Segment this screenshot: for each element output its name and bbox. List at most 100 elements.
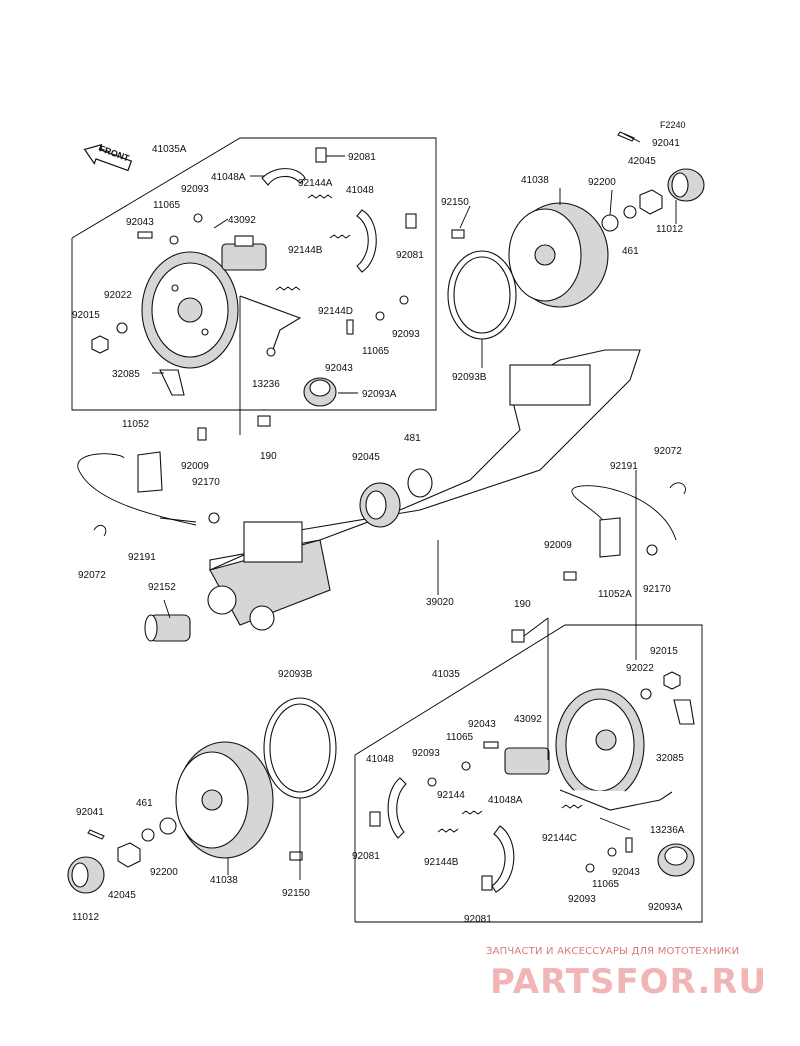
watermark-tagline: ЗАПЧАСТИ И АКСЕССУАРЫ ДЛЯ МОТОТЕХНИКИ [486,946,740,957]
label-92093-bot1: 92093 [412,748,440,759]
label-41048-top: 41048 [346,185,374,196]
label-92093-bot2: 92093 [568,894,596,905]
bolt-92009-left [197,427,207,441]
label-92170-left: 92170 [192,477,220,488]
label-39020: 39020 [426,597,454,608]
label-92200-top: 92200 [588,177,616,188]
ring-461-bot [141,828,155,842]
label-92041-bot: 92041 [76,807,104,818]
nut-42045-top [639,189,663,215]
pin-92043-bot1 [483,741,499,749]
label-11065-bot1: 11065 [446,732,474,743]
nut-92093-bot2 [585,863,595,873]
group-frame-rear-left-brake [71,137,437,411]
label-92072-left: 92072 [78,570,106,581]
washer-92200-bot [159,817,177,835]
label-92081-top2: 92081 [396,250,424,261]
watermark-logo: PARTSFOR.RU [490,962,768,1002]
spring-92144D [275,286,301,291]
label-92144B-bot: 92144B [424,857,459,868]
brake-shoe-41048-bot [387,777,407,839]
pin-92041-bot [87,829,105,840]
nut-92093-top2 [399,295,409,305]
label-92045-mid: 92045 [352,452,380,463]
label-11052: 11052 [122,419,150,430]
label-92144B-top: 92144B [288,245,323,256]
group-frame-right-brake [354,624,703,923]
label-92022-bot: 92022 [626,663,654,674]
brake-panel-left [141,251,239,369]
ring-481 [407,468,433,498]
bracket-11052 [137,451,163,493]
label-41035A: 41035A [152,144,187,155]
cap-11012-bot [67,856,105,894]
spring-92144B-top [329,234,351,239]
label-32085-top: 32085 [112,369,140,380]
collar-92152 [144,614,191,642]
brake-panel-right [555,688,645,802]
label-92015-top: 92015 [72,310,100,321]
label-92144A: 92144A [298,178,333,189]
label-92144: 92144 [437,790,465,801]
label-43092-bot: 43092 [514,714,542,725]
label-92150-bot: 92150 [282,888,310,899]
nut-92022-top [116,322,128,334]
pin-92041-top [617,131,635,142]
label-13236: 13236 [252,379,280,390]
label-92093-top1: 92093 [181,184,209,195]
nut-92093-bot1 [427,777,437,787]
clip-92072-left [93,524,107,537]
label-13236A: 13236A [650,825,685,836]
label-92093A-top: 92093A [362,389,397,400]
label-92015-bot: 92015 [650,646,678,657]
label-43092-top: 43092 [228,215,256,226]
spring-92144C [561,804,583,809]
brake-shoe-41048-top [356,209,377,273]
pin-92043-top1 [137,231,153,239]
nut-92015-top [91,335,109,354]
wheel-cylinder-top [221,235,267,271]
clip-92081-bot1 [369,811,381,827]
lever-13236 [239,295,302,353]
label-41048A-bot: 41048A [488,795,523,806]
label-92093-top2: 92093 [392,329,420,340]
clip-92072-right [669,482,686,495]
bracket-32085-bot [673,699,695,725]
label-92093A-bot: 92093A [648,902,683,913]
washer-11065-top2 [375,311,385,321]
label-41038-top: 41038 [521,175,549,186]
bolt-92150-bot [289,851,303,861]
label-92043-top2: 92043 [325,363,353,374]
label-42045-bot: 42045 [108,890,136,901]
label-32085-bot: 32085 [656,753,684,764]
label-190-mid: 190 [514,599,531,610]
bracket-32085-top [159,369,185,396]
brake-drum-41038-bot [175,741,274,859]
diagram-code: F2240 [660,120,686,130]
pin-92043-bot2 [625,837,633,853]
label-92043-bot1: 92043 [468,719,496,730]
cap-11012-top [667,168,705,202]
label-92093B-top: 92093B [452,372,487,383]
brake-shoe-41048A-top [261,168,306,186]
label-92152: 92152 [148,582,176,593]
clamp-92170-left [208,512,220,524]
label-92191-right: 92191 [610,461,638,472]
nut-92022-bot [640,688,652,700]
brake-drum-41038-top [508,202,609,308]
nut-92015-bot [663,671,681,690]
washer-11065-bot2 [607,847,617,857]
label-92191-left: 92191 [128,552,156,563]
label-11065-top2: 11065 [362,346,390,357]
label-41048A-top: 41048A [211,172,246,183]
label-92144C: 92144C [542,833,577,844]
lever-13236A [559,789,673,811]
washer-11065-top1 [169,235,179,245]
label-92022-top: 92022 [104,290,132,301]
label-92144D: 92144D [318,306,353,317]
bolt-92150-top [451,229,465,239]
brake-shoe-41048A-bot [491,825,515,893]
spring-92144A [307,194,333,199]
clip-92081-bot2 [481,875,493,891]
